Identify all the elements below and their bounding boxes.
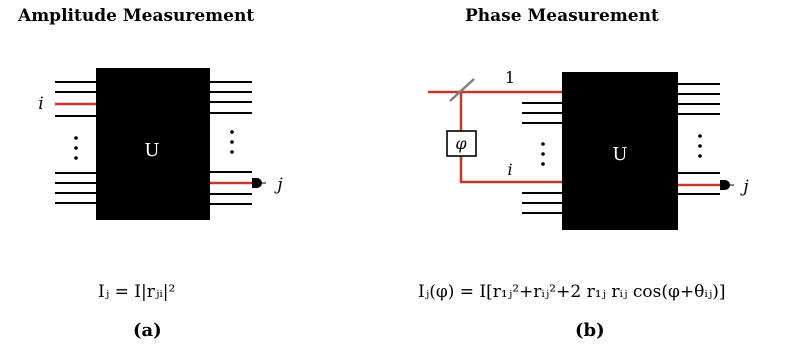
phase-title: Phase Measurement [465, 6, 659, 26]
panel-b-phase-label: φ [455, 134, 467, 153]
panel-a-detector-icon [252, 178, 262, 188]
panel-b-input-modes [522, 102, 562, 214]
panel-a-diagram [55, 68, 266, 220]
panel-b-input-label: i [507, 160, 512, 179]
panel-b-right-ellipsis [698, 134, 702, 158]
panel-b-caption: (b) [575, 320, 605, 341]
panel-b-output-label: j [739, 177, 749, 197]
panel-b-unitary-box [562, 72, 678, 230]
panel-b-beam-splitter [449, 78, 475, 102]
panel-a-box-label: U [144, 140, 159, 161]
panel-b-mode1-label: 1 [505, 68, 515, 87]
amplitude-title: Amplitude Measurement [18, 6, 255, 26]
panel-b-output-modes [678, 83, 720, 195]
panel-a-formula: Iⱼ = I|rⱼᵢ|² [98, 282, 176, 302]
panel-b-mode1-path [428, 90, 562, 184]
panel-a-output-label: j [273, 175, 283, 195]
panel-a-unitary-box [96, 68, 210, 220]
panel-a-left-ellipsis [74, 136, 78, 160]
panel-b-detector-icon [720, 180, 730, 190]
panel-a-input-label: i [38, 94, 43, 114]
panel-a-caption: (a) [133, 320, 162, 341]
panel-b-phase-shifter [446, 130, 477, 157]
panel-b-diagram [428, 72, 734, 230]
panel-a-output-modes [210, 81, 252, 205]
panel-a-right-ellipsis [230, 130, 234, 154]
panel-b-formula: Iⱼ(φ) = I[r₁ⱼ²+rᵢⱼ²+2 r₁ⱼ rᵢⱼ cos(φ+θᵢⱼ)… [418, 282, 726, 302]
panel-b-box-label: U [612, 144, 627, 165]
panel-b-left-ellipsis [541, 142, 545, 166]
panel-a-input-modes [55, 81, 96, 204]
